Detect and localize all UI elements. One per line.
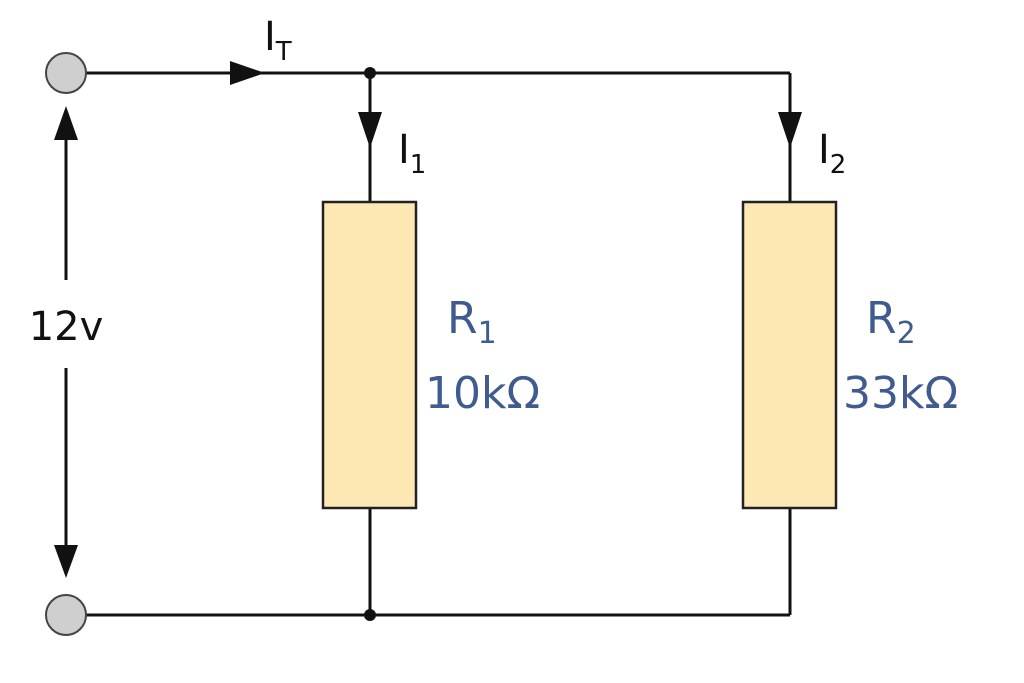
resistor-r2-value: 33kΩ <box>843 368 958 419</box>
total-current-arrow-icon <box>230 61 265 85</box>
branch1-current-arrow-icon <box>358 112 382 148</box>
top-junction-dot <box>364 67 376 79</box>
top-terminal <box>45 52 87 94</box>
resistor-r1 <box>321 200 418 510</box>
voltage-arrow-down-icon <box>54 545 78 578</box>
branch2-current-label: I2 <box>818 127 846 180</box>
voltage-arrow-up-icon <box>54 106 78 140</box>
branch1-current-label: I1 <box>398 127 426 180</box>
total-current-label: IT <box>264 14 292 67</box>
supply-voltage-label: 12v <box>29 304 104 350</box>
bottom-junction-dot <box>364 609 376 621</box>
resistor-r2 <box>741 200 838 510</box>
branch2-current-arrow-icon <box>778 112 802 148</box>
resistor-r1-value: 10kΩ <box>425 368 540 419</box>
resistor-r1-name: R1 <box>447 293 497 351</box>
resistor-r2-name: R2 <box>866 293 916 351</box>
bottom-terminal <box>45 594 87 636</box>
